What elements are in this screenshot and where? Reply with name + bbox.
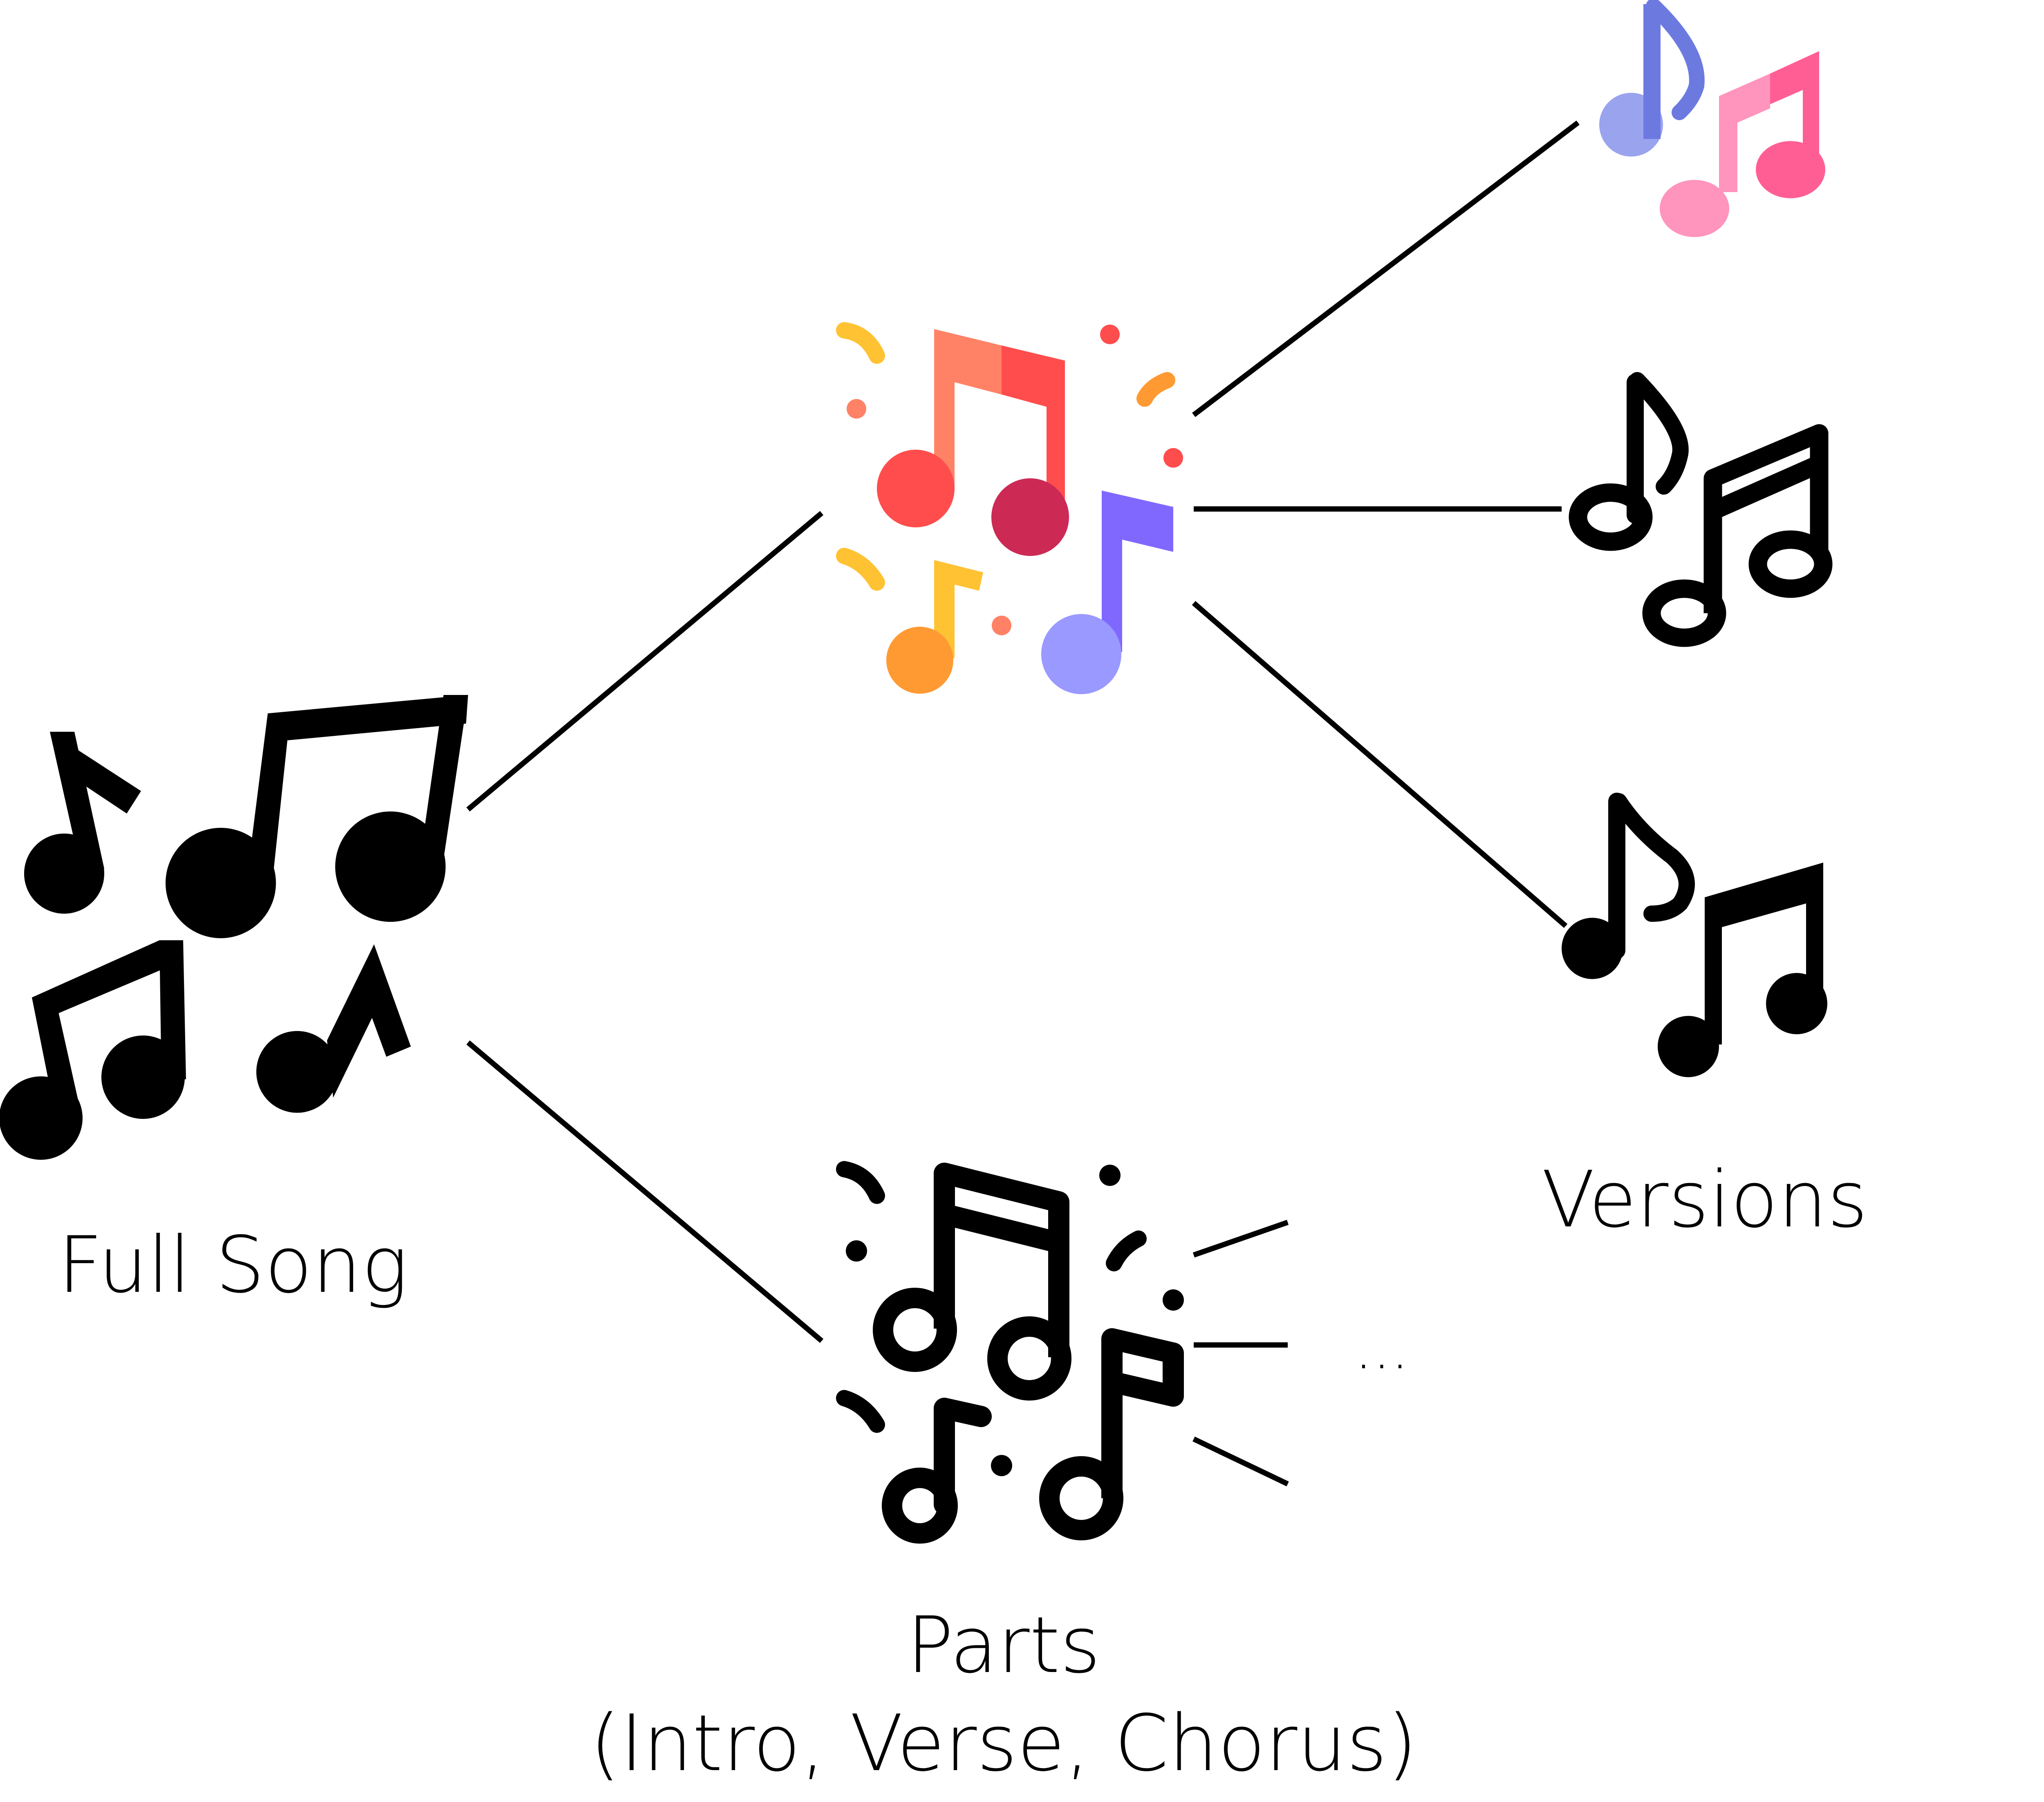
music-notes-outline-icon [836, 1161, 1184, 1544]
label-full-song: Full Song [58, 1220, 408, 1310]
arrow-main-to-version-3 [1192, 601, 1568, 928]
arrows [466, 120, 1580, 1486]
label-parts-detail: (Intro, Verse, Chorus) [590, 1698, 1417, 1789]
label-versions: Versions [1542, 1154, 1868, 1245]
arrow-song-to-main [466, 511, 824, 811]
music-notes-outline-icon [1569, 372, 1833, 647]
label-ellipsis: ... [1354, 1316, 1409, 1382]
arrow-parts-3 [1192, 1437, 1289, 1486]
arrow-song-to-parts [466, 1040, 824, 1343]
music-notes-colored-icon [836, 322, 1183, 694]
music-notes-filled-icon [1562, 793, 1827, 1077]
arrow-parts-1 [1192, 1219, 1289, 1258]
arrow-main-to-version-1 [1192, 120, 1580, 417]
music-notes-pink-blue-icon [1599, 0, 1825, 237]
music-notes-black-icon [0, 695, 468, 1160]
label-parts: Parts [906, 1600, 1101, 1690]
